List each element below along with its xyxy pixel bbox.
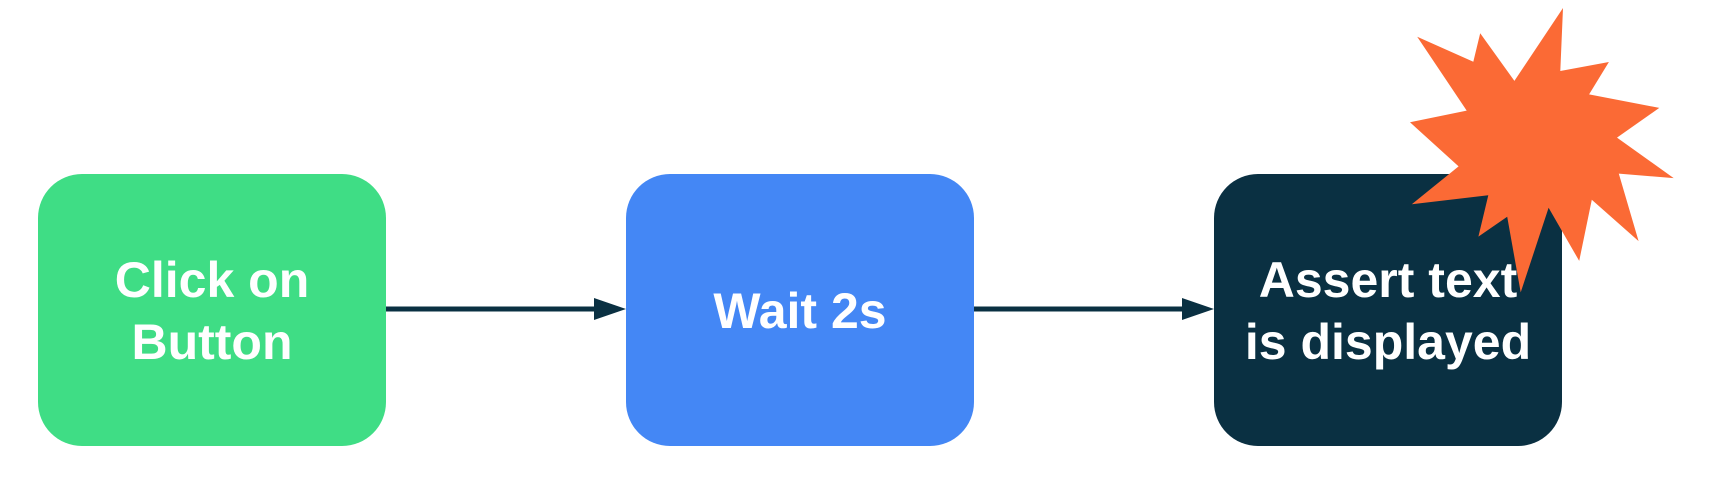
step-wait-label: Wait 2s: [713, 283, 887, 339]
explosion-burst-icon: [1410, 8, 1674, 293]
arrow-head: [1182, 298, 1214, 320]
step-click-label-line-1: Click on: [114, 252, 310, 308]
arrow-click-to-wait: [386, 298, 626, 320]
step-click-on-button: Click on Button: [38, 174, 386, 446]
step-click-label-line-2: Button: [131, 314, 293, 370]
step-assert-text-displayed: Assert text is displayed: [1214, 174, 1562, 446]
arrow-head: [594, 298, 626, 320]
burst-shape: [1410, 8, 1674, 293]
step-wait-2s: Wait 2s: [626, 174, 974, 446]
step-assert-label-line-1: Assert text: [1258, 252, 1518, 308]
arrow-wait-to-assert: [974, 298, 1214, 320]
step-assert-label-line-2: is displayed: [1244, 314, 1532, 370]
